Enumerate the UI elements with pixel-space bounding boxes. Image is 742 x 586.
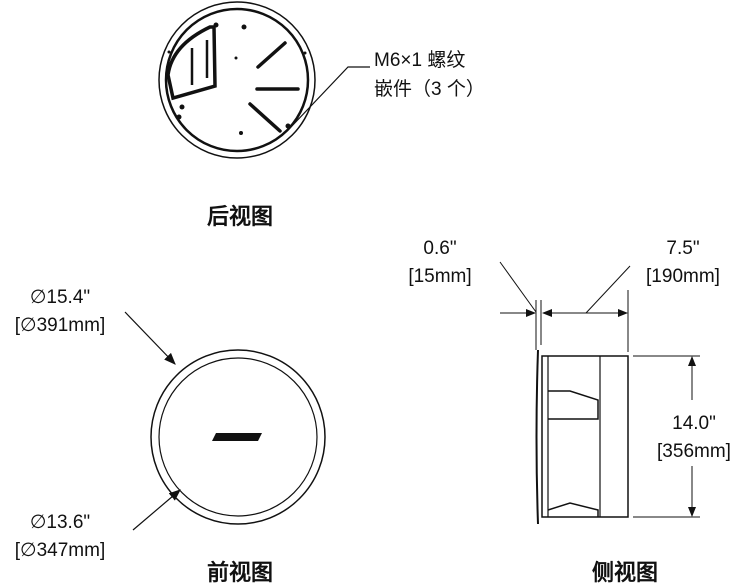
front-view: ∅15.4" [∅391mm] ∅13.6" [∅347mm] 前视图	[15, 287, 326, 586]
bezel-depth-in: 0.6"	[423, 238, 456, 259]
depth-in: 7.5"	[666, 238, 699, 259]
mounting-slots	[248, 41, 300, 133]
callout-thread-line1: M6×1 螺纹	[374, 49, 465, 71]
front-view-title: 前视图	[207, 560, 273, 586]
terminal-panel	[166, 25, 217, 101]
inner-diameter-mm: [∅347mm]	[15, 540, 105, 561]
height-in: 14.0"	[672, 413, 716, 434]
side-view-title: 侧视图	[592, 560, 658, 586]
bezel-depth-mm: [15mm]	[408, 266, 471, 287]
bose-logo	[212, 433, 262, 441]
height-mm: [356mm]	[657, 441, 731, 462]
callout-thread-line2: 嵌件（3 个）	[374, 78, 485, 100]
inner-diameter-in: ∅13.6"	[30, 512, 90, 533]
outer-diameter-mm: [∅391mm]	[15, 315, 105, 336]
outer-diameter-in: ∅15.4"	[30, 287, 90, 308]
back-view: M6×1 螺纹 嵌件（3 个） 后视图	[158, 1, 485, 230]
side-view: 0.6" [15mm] 7.5" [190mm] 14.0" [356mm] 侧…	[408, 238, 731, 586]
back-view-title: 后视图	[207, 204, 273, 230]
depth-mm: [190mm]	[646, 266, 720, 287]
